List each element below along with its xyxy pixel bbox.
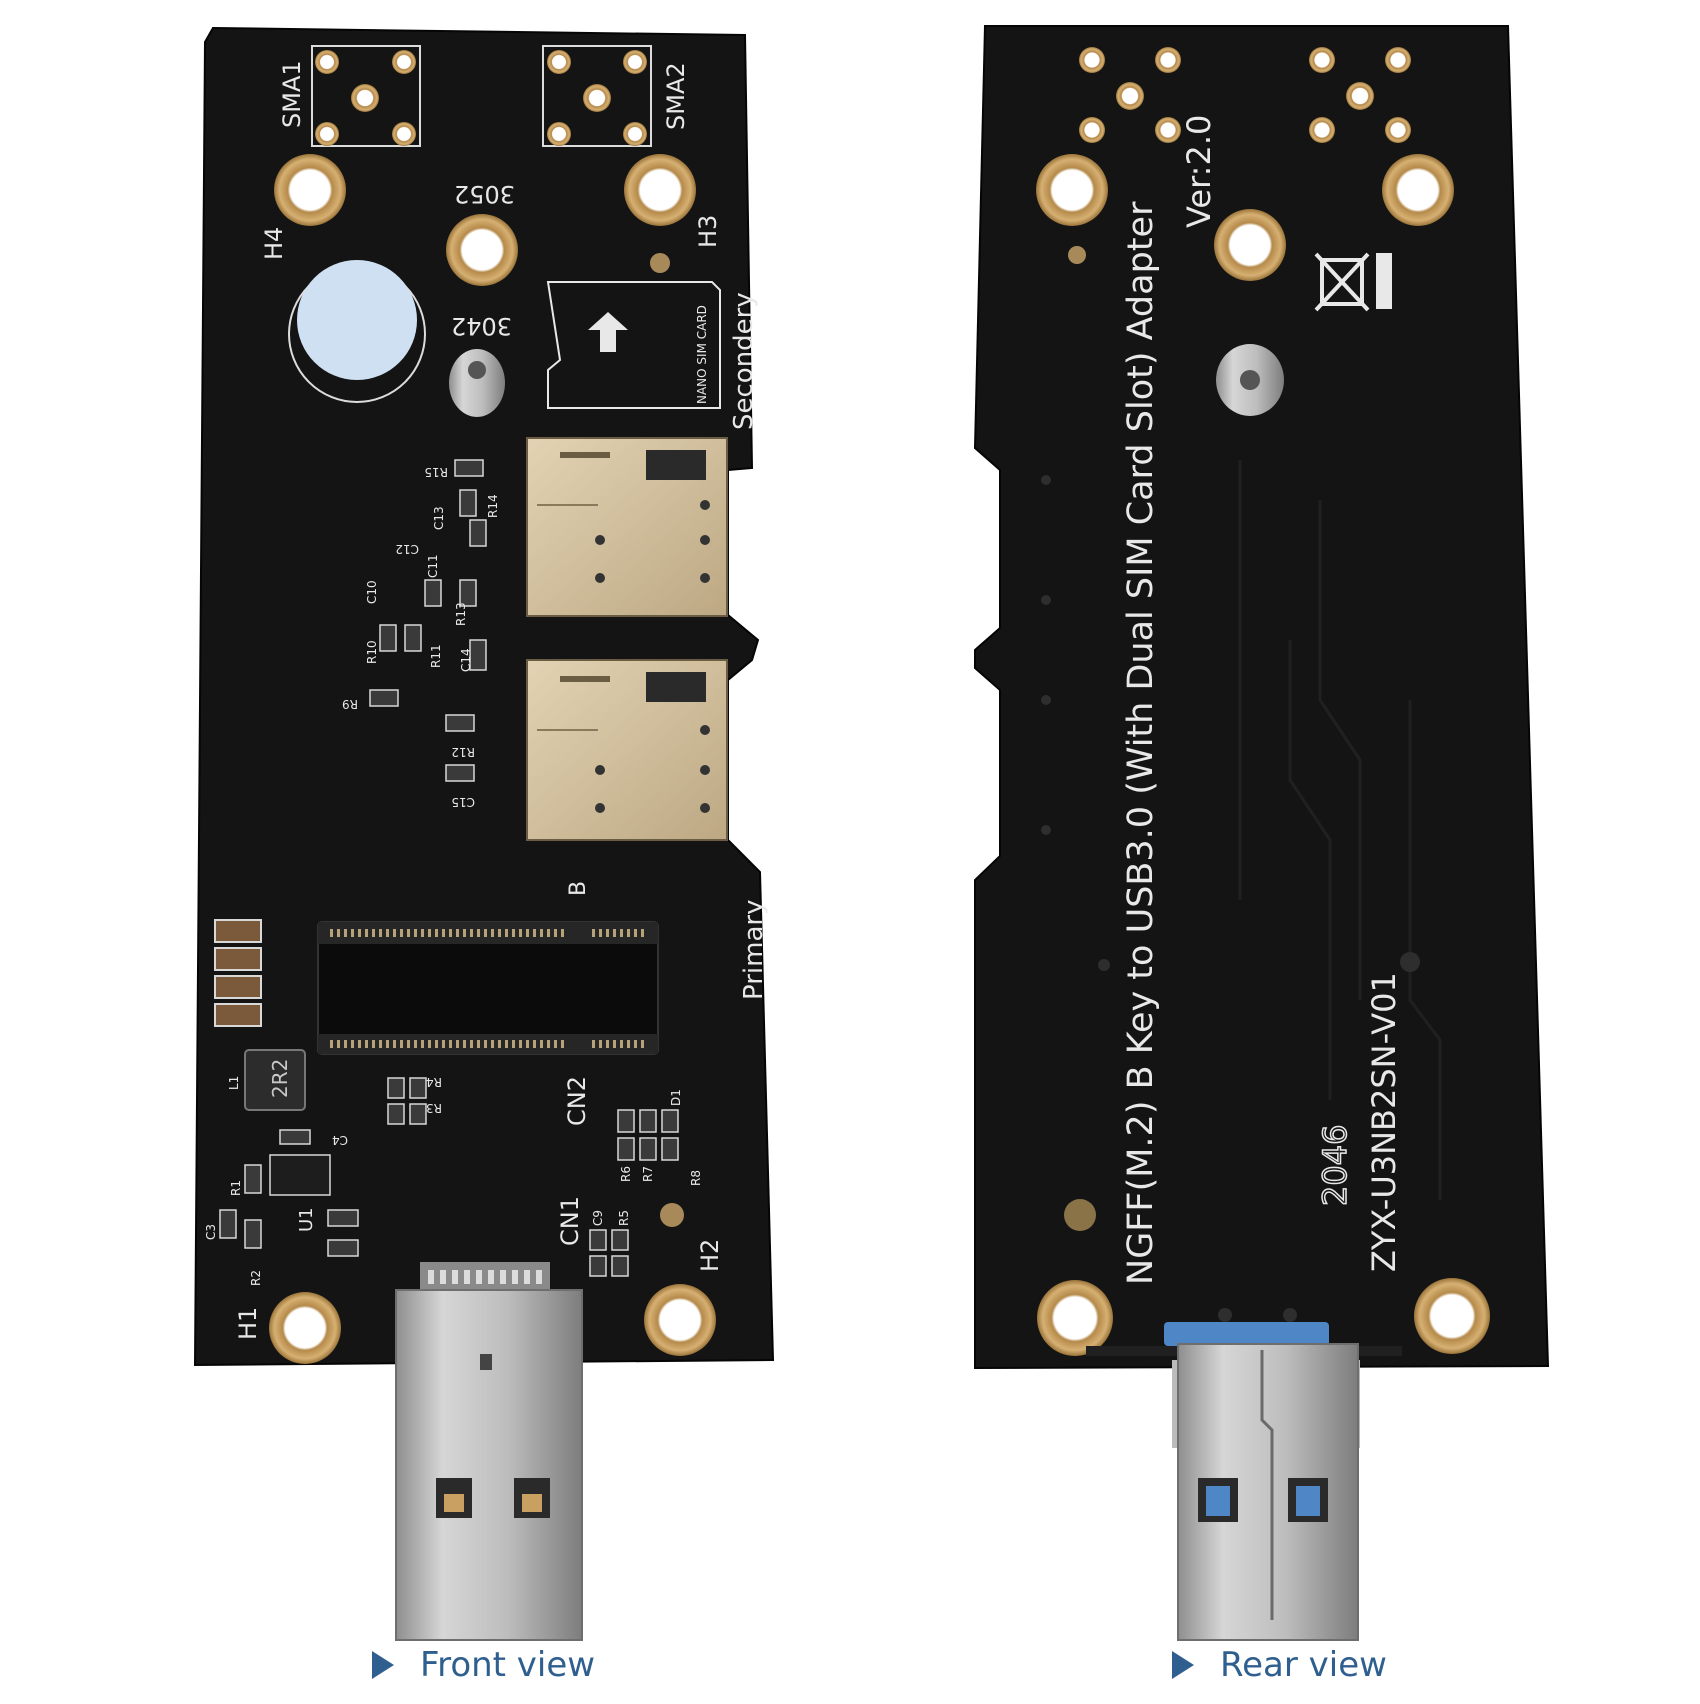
c10-label: C10: [365, 580, 379, 604]
r5-label: R5: [617, 1210, 631, 1226]
hole-h3: [624, 154, 696, 226]
sim-slot-primary[interactable]: [526, 659, 728, 841]
r2-label: R2: [249, 1270, 263, 1286]
via-pad: [660, 1203, 684, 1227]
sma2-label: SMA2: [662, 62, 690, 130]
r12-label: R12: [451, 745, 475, 759]
rear-via: [1064, 1199, 1096, 1231]
h4-label: H4: [260, 227, 288, 260]
caption-rear-text: Rear view: [1220, 1645, 1387, 1685]
nano-sim-outline: [546, 281, 721, 409]
rear-traces: [1238, 460, 1442, 1200]
hole-3052: [446, 214, 518, 286]
r9-label: R9: [342, 697, 358, 711]
r15-label: R15: [424, 465, 448, 479]
label-3042: 3042: [451, 312, 512, 340]
caption-rear-view: Rear view: [1172, 1640, 1387, 1690]
sma1-footprint: [311, 45, 421, 147]
rear-hole-bottom-left: [1037, 1280, 1113, 1356]
rear-hole-top-left: [1036, 154, 1108, 226]
primary-label: Primary: [739, 900, 769, 1000]
usb-a-plug-front: [395, 1262, 583, 1641]
sma2-footprint: [542, 45, 652, 147]
nano-sim-label: NANO SIM CARD: [695, 305, 709, 404]
c9-label: C9: [591, 1210, 605, 1226]
h3-label: H3: [694, 215, 722, 248]
r11-label: R11: [429, 644, 443, 668]
c11-label: C11: [426, 554, 440, 578]
c14-label: C14: [459, 648, 473, 672]
r7-label: R7: [641, 1166, 655, 1182]
c3-label: C3: [204, 1224, 218, 1240]
secondary-label: Secondery: [729, 292, 759, 430]
r3-label: R3: [426, 1101, 442, 1115]
c12-label: C12: [395, 542, 419, 556]
sim-slot-secondary[interactable]: [526, 437, 728, 617]
passives-bottom: [219, 1077, 679, 1277]
cn2-label: CN2: [563, 1076, 591, 1126]
hole-h2: [644, 1284, 716, 1356]
front-board: SMA1 SMA2 H4 H3 H1 H2 3052 3042: [193, 26, 775, 1641]
rear-version: Ver:2.0: [1180, 115, 1218, 228]
standoff-screw: [449, 349, 505, 417]
rear-via: [1068, 246, 1086, 264]
play-triangle-icon: [372, 1651, 394, 1679]
key-b-label: B: [566, 881, 591, 896]
rear-model: ZYX-U3NB2SN-V01: [1365, 972, 1403, 1272]
r13-label: R13: [454, 602, 468, 626]
label-3052: 3052: [454, 180, 515, 208]
rear-board: NGFF(M.2) B Key to USB3.0 (With Dual SIM…: [973, 25, 1550, 1641]
sma1-label: SMA1: [278, 60, 306, 128]
c4-label: C4: [332, 1133, 348, 1147]
r8-label: R8: [689, 1170, 703, 1186]
c13-label: C13: [432, 506, 446, 530]
usb-a-plug-rear: [1086, 1322, 1402, 1641]
u1-label: U1: [296, 1207, 317, 1232]
c15-label: C15: [451, 795, 475, 809]
play-triangle-icon: [1172, 1651, 1194, 1679]
r4-label: R4: [426, 1075, 442, 1089]
d1-label: D1: [669, 1089, 683, 1106]
r10-label: R10: [365, 640, 379, 664]
rear-title: NGFF(M.2) B Key to USB3.0 (With Dual SIM…: [1121, 201, 1161, 1285]
hole-h1: [269, 1292, 341, 1364]
rear-vias: [1041, 475, 1420, 1322]
rubber-pad-fill: [297, 260, 417, 380]
via-pad: [650, 253, 670, 273]
rear-hole-top-right: [1382, 154, 1454, 226]
capacitor-column: [214, 919, 262, 1027]
passives-sim-area: [369, 459, 487, 782]
caption-front-text: Front view: [420, 1645, 596, 1685]
ic-u1: [269, 1154, 331, 1196]
l1-label: L1: [227, 1076, 241, 1090]
caption-front-view: Front view: [372, 1640, 595, 1690]
h1-label: H1: [234, 1307, 262, 1340]
inductor-label: 2R2: [268, 1059, 292, 1098]
r14-label: R14: [486, 494, 500, 518]
rear-pcb: [973, 25, 1550, 1370]
rear-sma-pads: [1079, 47, 1411, 143]
m2-connector[interactable]: [317, 921, 659, 1055]
h2-label: H2: [696, 1239, 724, 1272]
rear-date-code: 2046: [1316, 1125, 1354, 1206]
rear-hole-bottom-right: [1414, 1278, 1490, 1354]
inductor-l1: [244, 1049, 306, 1111]
weee-bin-icon: [1314, 252, 1392, 312]
r1-label: R1: [229, 1180, 243, 1196]
rear-hole-top-mid: [1214, 209, 1286, 281]
hole-h4: [274, 154, 346, 226]
r6-label: R6: [619, 1166, 633, 1182]
cn1-label: CN1: [556, 1196, 584, 1246]
